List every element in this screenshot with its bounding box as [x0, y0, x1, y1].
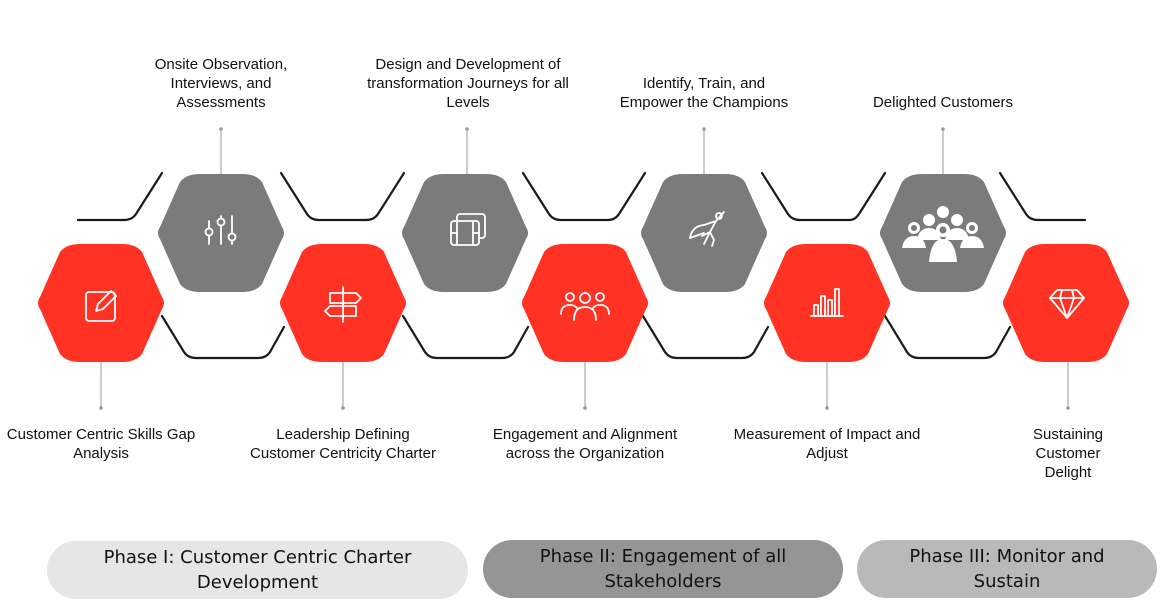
- connector-stroke-2: [279, 171, 368, 222]
- step-label-5: Engagement and Alignment across the Orga…: [492, 426, 678, 462]
- diamond-icon: [1049, 289, 1085, 319]
- step-label-9: Sustaining Customer Delight: [1032, 426, 1104, 481]
- step-hexagon-7: [764, 244, 890, 362]
- leader-dot-2: [219, 127, 223, 131]
- leader-dot-7: [825, 406, 829, 410]
- connector-stroke-4: [521, 171, 610, 222]
- step-hexagon-1: [38, 244, 164, 362]
- step-label-3: Leadership Defining Customer Centricity …: [250, 426, 436, 462]
- team-icon: [560, 292, 610, 321]
- signpost-icon: [324, 286, 362, 323]
- crowd-icon: [902, 206, 984, 262]
- step-label-7: Measurement of Impact and Adjust: [733, 426, 921, 462]
- phase-1-banner: Phase I: Customer Centric Charter Develo…: [47, 541, 468, 599]
- connector-stroke-9: [160, 314, 286, 360]
- superhero-icon: [689, 211, 725, 247]
- edit-icon: [85, 290, 117, 322]
- leader-dot-9: [1066, 406, 1070, 410]
- sliders-icon: [204, 215, 237, 245]
- leader-dot-3: [341, 406, 345, 410]
- leader-dot-4: [465, 127, 469, 131]
- film-icon: [450, 213, 486, 246]
- connector-stroke-11: [641, 314, 770, 360]
- connector-stroke-12: [883, 314, 1012, 360]
- connector-stroke-10: [401, 314, 530, 360]
- step-label-4: Design and Development of transformation…: [367, 56, 569, 111]
- step-label-2: Onsite Observation, Interviews, and Asse…: [154, 56, 288, 111]
- step-label-8: Delighted Customers: [872, 94, 1014, 111]
- leader-dot-8: [941, 127, 945, 131]
- step-hexagon-9: [1003, 244, 1129, 362]
- leader-dot-6: [702, 127, 706, 131]
- connector-stroke-3: [364, 171, 406, 222]
- bar-chart-icon: [810, 288, 844, 317]
- phase-2-banner: Phase II: Engagement of all Stakeholders: [483, 540, 843, 598]
- connector-stroke-5: [606, 171, 647, 222]
- connector-stroke-6: [760, 171, 852, 222]
- step-label-6: Identify, Train, and Empower the Champio…: [619, 75, 789, 111]
- phase-3-banner: Phase III: Monitor and Sustain: [857, 540, 1157, 598]
- connector-stroke-7: [848, 171, 887, 222]
- connector-stroke-8: [998, 171, 1087, 222]
- step-label-1: Customer Centric Skills Gap Analysis: [6, 426, 196, 462]
- connector-stroke-1: [76, 171, 164, 222]
- leader-dot-5: [583, 406, 587, 410]
- leader-dot-1: [99, 406, 103, 410]
